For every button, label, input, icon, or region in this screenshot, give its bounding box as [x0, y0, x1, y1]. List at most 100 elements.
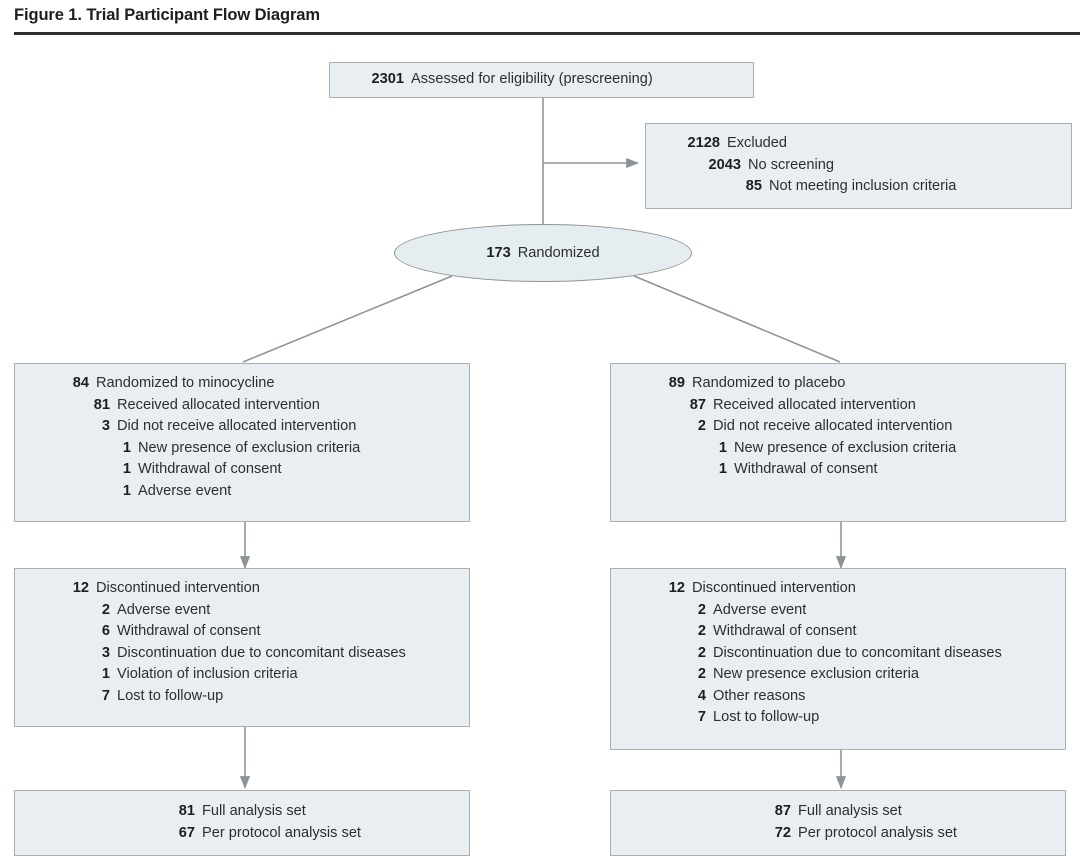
flow-line: 6 Withdrawal of consent [15, 621, 469, 643]
flow-line: 3 Did not receive allocated intervention [15, 416, 469, 438]
flow-line-label: Withdrawal of consent [138, 461, 282, 477]
flow-line-count: 2 [697, 418, 706, 434]
flow-line-label: Other reasons [713, 687, 806, 704]
flow-line: 1 Withdrawal of consent [15, 459, 469, 481]
flow-line-count: 3 [101, 644, 110, 661]
flow-line-label: Discontinuation due to concomitant disea… [117, 644, 406, 661]
flow-line: 2 New presence exclusion criteria [611, 664, 1065, 686]
flow-line-count: 6 [101, 623, 110, 639]
title-divider-rule [14, 32, 1080, 35]
flow-line: 87 Received allocated intervention [611, 395, 1065, 417]
flow-line-count: 12 [72, 580, 89, 596]
flow-line-label: Full analysis set [798, 803, 902, 819]
flow-line: 7 Lost to follow-up [15, 686, 469, 708]
flow-line-count: 3 [101, 418, 110, 434]
flow-line-count: 81 [178, 803, 195, 819]
flow-line-count: 7 [101, 687, 110, 704]
flow-line-count: 2 [697, 623, 706, 639]
flow-line-count: 1 [122, 461, 131, 477]
flow-line: 2301 Assessed for eligibility (prescreen… [330, 69, 753, 91]
flow-line-label: Adverse event [138, 482, 232, 499]
flow-line-label: Did not receive allocated intervention [713, 418, 953, 434]
flow-line-label: Withdrawal of consent [117, 623, 261, 639]
flow-line-label: Excluded [727, 135, 788, 151]
node-excluded[interactable]: 2128 Excluded 2043 No screening 85 Not m… [645, 123, 1072, 209]
node-analysis-minocycline[interactable]: 81 Full analysis set 67 Per protocol ana… [14, 790, 470, 856]
flow-line-label: Randomized to placebo [692, 375, 846, 391]
flow-line-label: Adverse event [117, 601, 211, 618]
flow-line-count: 7 [697, 709, 706, 725]
flow-line-label: Discontinued intervention [692, 580, 856, 596]
flow-line-label: Received allocated intervention [117, 396, 320, 413]
flow-line-count: 1 [122, 482, 131, 499]
flow-line-label: Full analysis set [202, 803, 306, 819]
flow-line: 85 Not meeting inclusion criteria [646, 176, 1071, 198]
flow-line: 4 Other reasons [611, 686, 1065, 708]
flow-line-label: Did not receive allocated intervention [117, 418, 357, 434]
flow-line: 84 Randomized to minocycline [15, 373, 469, 395]
node-followup-minocycline[interactable]: 12 Discontinued intervention 2 Adverse e… [14, 568, 470, 727]
node-allocation-placebo[interactable]: 89 Randomized to placebo 87 Received all… [610, 363, 1066, 522]
flow-line-count: 1 [101, 666, 110, 682]
flow-line: 2 Withdrawal of consent [611, 621, 1065, 643]
flow-line-count: 87 [689, 396, 706, 413]
flow-line-label: New presence of exclusion criteria [734, 439, 957, 456]
flow-line-count: 1 [718, 461, 727, 477]
flow-line-count: 2 [697, 644, 706, 661]
node-followup-placebo[interactable]: 12 Discontinued intervention 2 Adverse e… [610, 568, 1066, 750]
flow-line: 3 Discontinuation due to concomitant dis… [15, 643, 469, 665]
flow-line-count: 2 [697, 666, 706, 682]
node-allocation-minocycline[interactable]: 84 Randomized to minocycline 81 Received… [14, 363, 470, 522]
flow-line-count: 1 [122, 439, 131, 456]
flow-line-count: 72 [774, 824, 791, 841]
flow-line-label: Adverse event [713, 601, 807, 618]
flow-line: 2 Adverse event [611, 600, 1065, 622]
flow-line-count: 89 [668, 375, 685, 391]
flow-line-label: Randomized [517, 244, 600, 261]
flow-line-label: No screening [748, 156, 834, 173]
flow-line: 2 Did not receive allocated intervention [611, 416, 1065, 438]
flow-line: 2043 No screening [646, 155, 1071, 177]
node-assessed-for-eligibility[interactable]: 2301 Assessed for eligibility (prescreen… [329, 62, 754, 98]
flow-line-label: New presence of exclusion criteria [138, 439, 361, 456]
flow-line-label: Received allocated intervention [713, 396, 916, 413]
flow-line-count: 1 [718, 439, 727, 456]
flow-line: 87 Full analysis set [611, 801, 1065, 823]
flow-line-count: 67 [178, 824, 195, 841]
flow-line-count: 84 [72, 375, 89, 391]
flow-line: 1 New presence of exclusion criteria [15, 438, 469, 460]
figure-title: Figure 1. Trial Participant Flow Diagram [14, 6, 320, 24]
flow-line-label: Lost to follow-up [117, 687, 224, 704]
flow-line-label: Per protocol analysis set [202, 824, 361, 841]
flow-line: 1 Withdrawal of consent [611, 459, 1065, 481]
flow-line-label: New presence exclusion criteria [713, 666, 920, 682]
flow-line: 173 Randomized [486, 243, 599, 264]
flow-line-count: 2 [697, 601, 706, 618]
flow-line: 89 Randomized to placebo [611, 373, 1065, 395]
flow-line-label: Withdrawal of consent [713, 623, 857, 639]
flow-line-label: Assessed for eligibility (prescreening) [411, 71, 653, 88]
flow-line-label: Discontinuation due to concomitant disea… [713, 644, 1002, 661]
flow-line-count: 85 [745, 178, 762, 194]
node-randomized[interactable]: 173 Randomized [394, 224, 692, 282]
flow-line: 12 Discontinued intervention [611, 578, 1065, 600]
flow-line-count: 2128 [687, 135, 720, 151]
flow-line-count: 2 [101, 601, 110, 618]
flow-line: 72 Per protocol analysis set [611, 823, 1065, 845]
flow-line: 81 Full analysis set [15, 801, 469, 823]
flow-line-label: Discontinued intervention [96, 580, 260, 596]
flow-line-count: 4 [697, 687, 706, 704]
flow-line-label: Per protocol analysis set [798, 824, 957, 841]
flow-line-label: Randomized to minocycline [96, 375, 275, 391]
flow-line: 81 Received allocated intervention [15, 395, 469, 417]
flow-line: 1 New presence of exclusion criteria [611, 438, 1065, 460]
flow-line: 1 Adverse event [15, 481, 469, 503]
flow-line-label: Lost to follow-up [713, 709, 820, 725]
flow-line: 2 Discontinuation due to concomitant dis… [611, 643, 1065, 665]
flow-line-count: 87 [774, 803, 791, 819]
flow-line: 7 Lost to follow-up [611, 707, 1065, 729]
flow-line: 12 Discontinued intervention [15, 578, 469, 600]
node-analysis-placebo[interactable]: 87 Full analysis set 72 Per protocol ana… [610, 790, 1066, 856]
flow-line: 2128 Excluded [646, 133, 1071, 155]
